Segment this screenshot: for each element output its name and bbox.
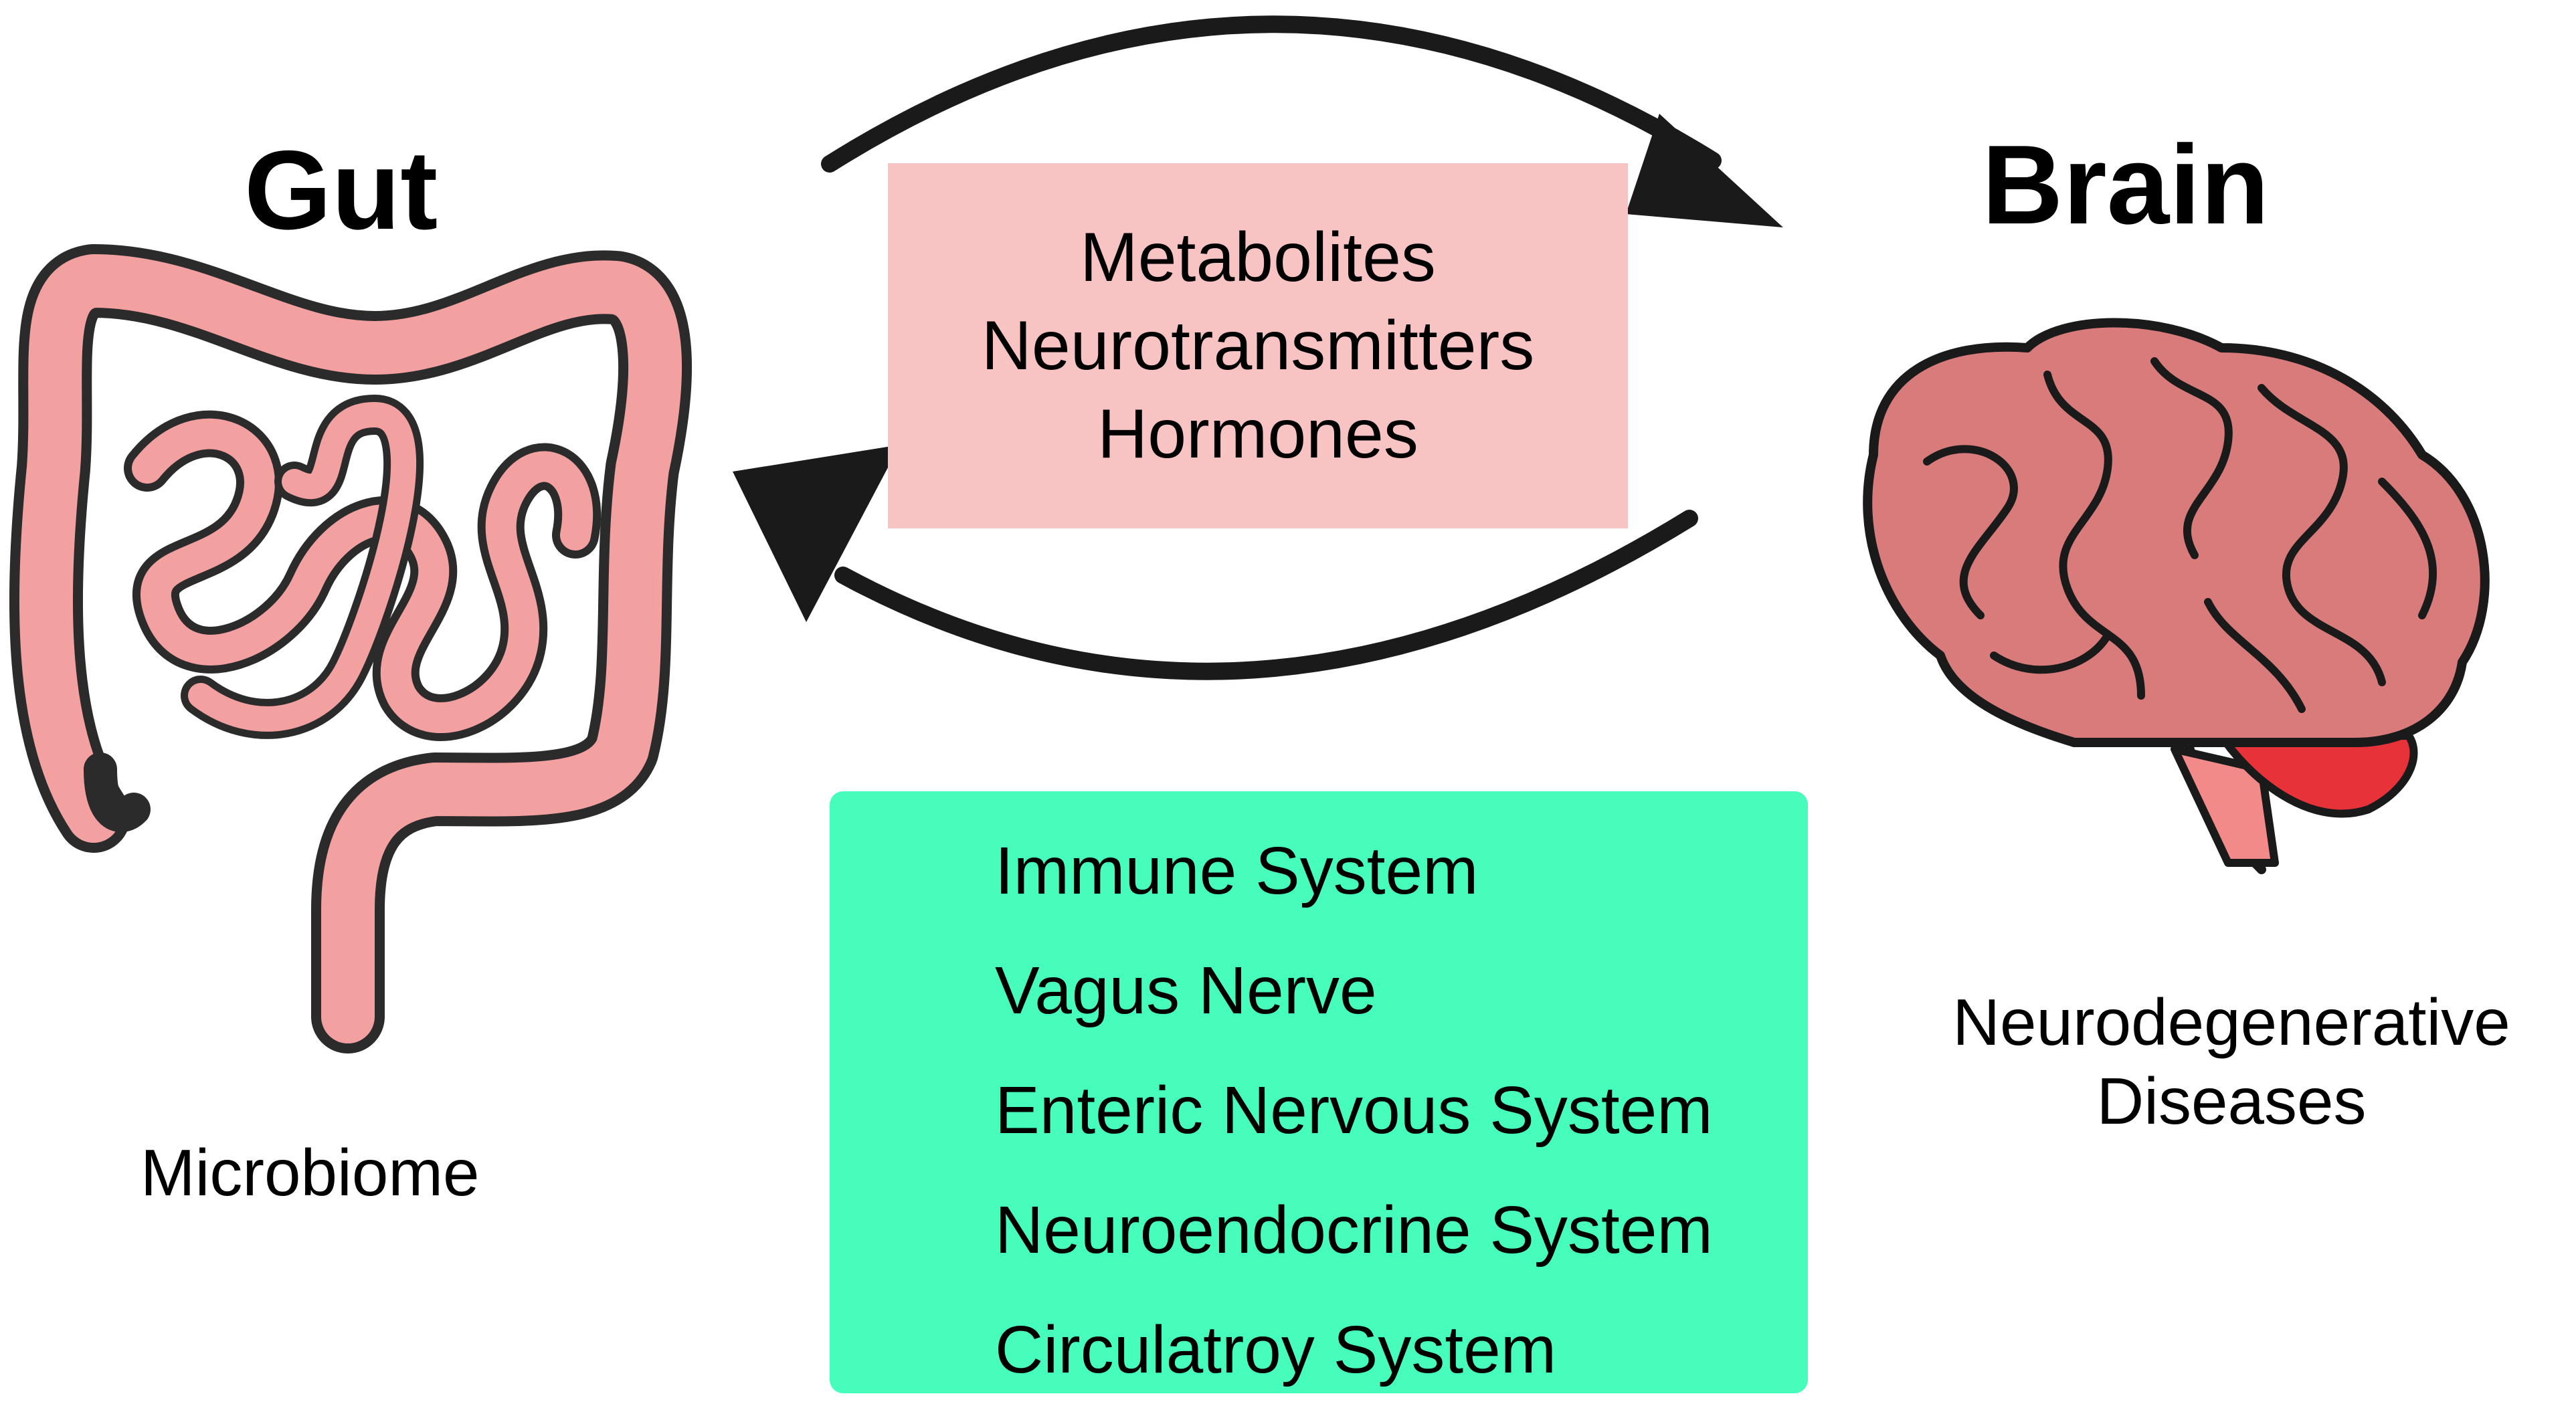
mediator-item: Neurotransmitters: [981, 306, 1535, 385]
arrow-gut-to-brain: [821, 15, 1783, 227]
pathways-box: Immune System Vagus Nerve Enteric Nervou…: [830, 791, 1808, 1393]
arrow-brain-to-gut: [733, 445, 1698, 680]
brain-title: Brain: [1982, 122, 2270, 247]
pathway-item: Immune System: [995, 833, 1479, 908]
brain-illustration: [1863, 318, 2490, 874]
mediator-item: Hormones: [1097, 395, 1418, 474]
pathway-item: Enteric Nervous System: [995, 1073, 1713, 1148]
pathway-item: Neuroendocrine System: [995, 1193, 1713, 1268]
pathway-item: Vagus Nerve: [995, 953, 1377, 1028]
brain-caption-line: Diseases: [2096, 1064, 2367, 1138]
gut-caption: Microbiome: [141, 1136, 480, 1209]
mediators-box: Metabolites Neurotransmitters Hormones: [888, 163, 1628, 528]
mediator-item: Metabolites: [1080, 218, 1436, 296]
intestine-illustration: [9, 244, 692, 1053]
gut-title: Gut: [244, 127, 438, 253]
brain-caption: Neurodegenerative Diseases: [1894, 983, 2569, 1140]
pathway-item: Circulatroy System: [995, 1312, 1557, 1387]
brain-caption-line: Neurodegenerative: [1952, 985, 2510, 1059]
